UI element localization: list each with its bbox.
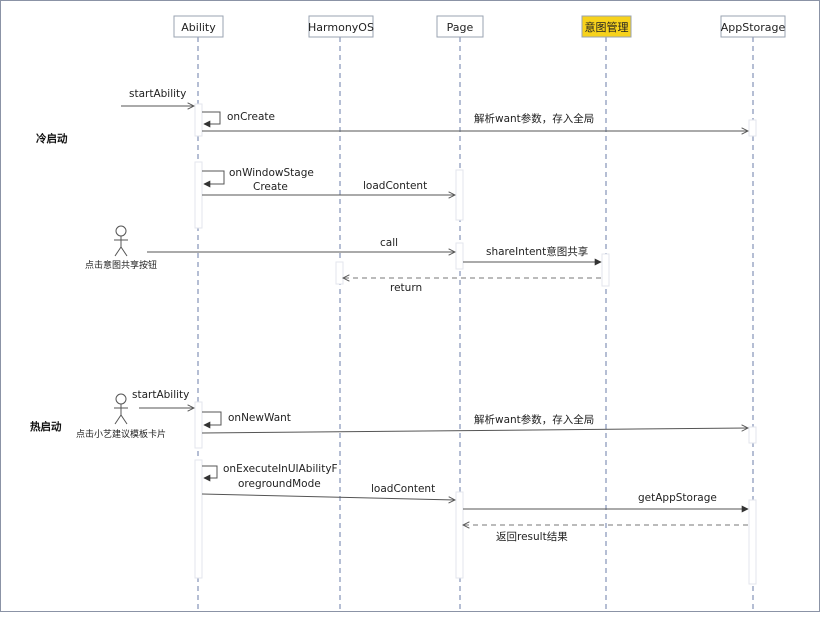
actor-label: 点击小艺建议模板卡片 xyxy=(76,428,166,440)
participant-label: Ability xyxy=(181,21,216,34)
phase-label-cold: 冷启动 xyxy=(36,132,68,145)
message-label: getAppStorage xyxy=(638,492,717,504)
message-label: loadContent xyxy=(371,483,435,495)
participant-label: 意图管理 xyxy=(585,20,629,34)
message-label: oregroundMode xyxy=(238,478,321,490)
activation-bar xyxy=(194,103,203,137)
activation-bar xyxy=(748,499,757,585)
message-label: 解析want参数，存入全局 xyxy=(474,112,594,125)
participant-label: Page xyxy=(447,21,474,34)
participant-intent: 意图管理 xyxy=(581,15,632,38)
message-label: startAbility xyxy=(132,389,189,401)
participant-label: AppStorage xyxy=(721,21,786,34)
activation-bar xyxy=(748,426,757,444)
participant-page: Page xyxy=(436,15,484,38)
activation-bar xyxy=(455,169,464,221)
activation-bar xyxy=(194,459,203,579)
message-label: shareIntent意图共享 xyxy=(486,245,588,258)
message-label: return xyxy=(390,282,422,294)
activation-bar xyxy=(335,261,344,285)
self-call-arrow xyxy=(202,465,218,482)
participant-harmonyos: HarmonyOS xyxy=(308,15,374,38)
activation-bar xyxy=(194,401,203,449)
message-label: Create xyxy=(253,181,288,193)
self-call-arrow xyxy=(202,411,222,429)
activation-bar xyxy=(194,161,203,229)
message-arrow xyxy=(201,493,455,500)
participant-label: HarmonyOS xyxy=(308,21,374,34)
actor-xiaoyi-card xyxy=(114,393,128,425)
message-label: 解析want参数，存入全局 xyxy=(474,413,594,426)
self-call-arrow xyxy=(202,111,221,128)
message-arrow xyxy=(201,428,748,434)
message-label: call xyxy=(380,237,398,249)
phase-label-hot: 热启动 xyxy=(30,420,62,433)
activation-bar xyxy=(455,491,464,579)
actor-label: 点击意图共享按钮 xyxy=(85,259,157,271)
participant-ability: Ability xyxy=(173,15,224,38)
message-label: loadContent xyxy=(363,180,427,192)
activation-bar xyxy=(748,119,757,137)
message-label: onNewWant xyxy=(228,412,291,424)
message-label: onWindowStage xyxy=(229,167,314,179)
activation-bar xyxy=(601,253,610,287)
message-label: onExecuteInUIAbilityF xyxy=(223,463,338,475)
message-label: 返回result结果 xyxy=(496,530,568,543)
activation-bar xyxy=(455,242,464,270)
self-call-arrow xyxy=(202,170,225,188)
message-label: onCreate xyxy=(227,111,275,123)
message-label: startAbility xyxy=(129,88,186,100)
actor-share-button xyxy=(114,225,128,257)
participant-appstorage: AppStorage xyxy=(720,15,786,38)
